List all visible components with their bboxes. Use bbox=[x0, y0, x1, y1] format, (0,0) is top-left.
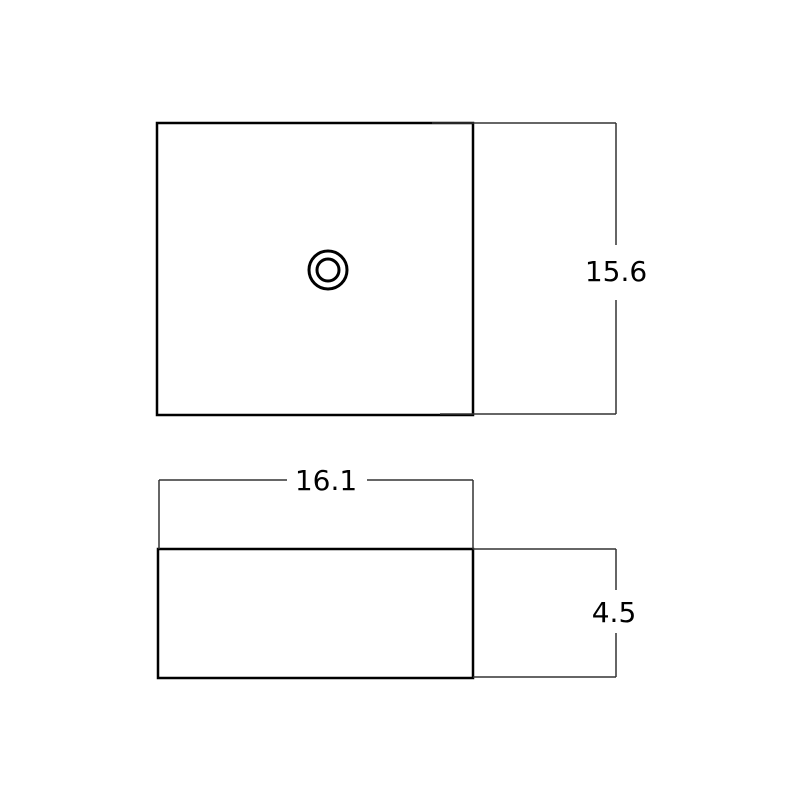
height-dimension-label: 4.5 bbox=[592, 596, 637, 629]
top-view: 15.6 bbox=[155, 121, 647, 417]
drain-icon bbox=[307, 249, 349, 291]
side-view: 16.1 4.5 bbox=[156, 464, 637, 680]
top-view-basin-outline bbox=[155, 121, 475, 417]
depth-dimension-lines bbox=[432, 122, 617, 415]
width-dimension-lines bbox=[158, 479, 474, 549]
side-view-outline bbox=[156, 547, 475, 680]
width-dimension-label: 16.1 bbox=[295, 464, 357, 497]
height-dimension-lines bbox=[473, 548, 617, 678]
depth-dimension-label: 15.6 bbox=[585, 255, 647, 288]
